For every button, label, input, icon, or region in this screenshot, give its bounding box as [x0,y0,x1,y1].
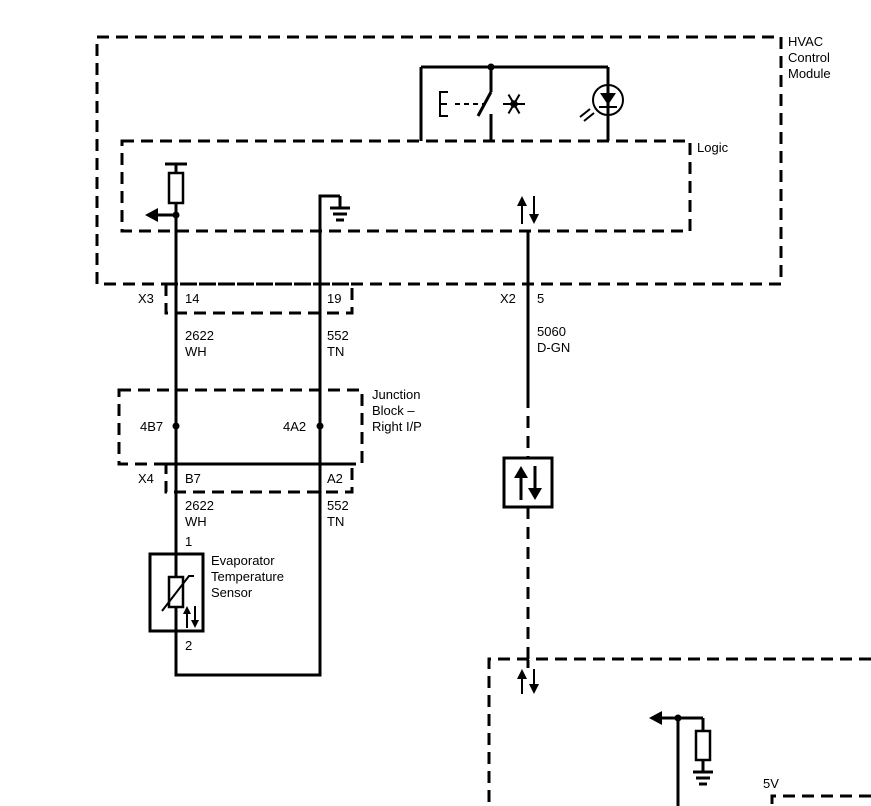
connector-x4 [164,462,354,494]
connector-x3-pin-14: 14 [185,291,199,306]
wire-552-circuit-lower: 552 [327,498,349,513]
hvac-module-boundary [95,35,783,286]
sensor-pin-1: 1 [185,534,192,549]
wire-552-color-lower: TN [327,514,344,529]
hvac-module-name-1: HVAC [788,34,823,49]
lower-ground-icon [693,770,713,786]
junction-terminal-4b7: 4B7 [140,419,163,434]
ac-request-circuit [419,63,624,141]
connector-x3 [164,282,354,315]
wire-2622-circuit-lower: 2622 [185,498,214,513]
wire-2622-color-upper: WH [185,344,207,359]
connector-x4-pin-a2: A2 [327,471,343,486]
wire-2622-color-lower: WH [185,514,207,529]
serial-data-box [502,456,554,509]
wire-5060-color: D-GN [537,340,570,355]
junction-terminal-4a2: 4A2 [283,419,306,434]
wire-552-circuit-upper: 552 [327,328,349,343]
logic-block-boundary [120,139,692,233]
connector-x2-pin-5: 5 [537,291,544,306]
junction-block-name-3: Right I/P [372,419,422,434]
wire-552 [174,194,340,677]
lower-resistor-icon [678,716,712,772]
pullup-resistor-icon [165,162,187,219]
logic-label: Logic [697,140,729,155]
connector-x2-label: X2 [500,291,516,306]
junction-block-name-1: Junction [372,387,420,402]
junction-terminal-4b7-dot [172,422,180,430]
sensor-pin-2: 2 [185,638,192,653]
signal-arrow-left-icon [145,208,176,222]
evaporator-sensor [148,552,205,633]
lower-data-arrows-icon [517,669,539,694]
thermistor-icon [161,575,194,612]
lower-module-inner-boundary [770,794,871,806]
lower-module-boundary [487,657,871,806]
hvac-module-name-3: Module [788,66,831,81]
data-arrows-icon [517,196,539,224]
connector-x3-label: X3 [138,291,154,306]
led-indicator-icon [579,84,624,122]
sensor-name-3: Sensor [211,585,253,600]
connector-x4-label: X4 [138,471,154,486]
lower-module-5v-label: 5V [763,776,779,791]
connector-x4-pin-b7: B7 [185,471,201,486]
wire-552-color-upper: TN [327,344,344,359]
switch-actuator-icon [439,91,448,117]
wire-5060-circuit: 5060 [537,324,566,339]
wire-2622-circuit-upper: 2622 [185,328,214,343]
connector-x3-pin-19: 19 [327,291,341,306]
sensor-name-2: Temperature [211,569,284,584]
hvac-module-name-2: Control [788,50,830,65]
ground-icon [320,194,350,222]
junction-terminal-4a2-dot [316,422,324,430]
junction-block-boundary [117,388,364,466]
snowflake-icon [503,93,525,115]
sensor-name-1: Evaporator [211,553,275,568]
junction-block-name-2: Block – [372,403,415,418]
